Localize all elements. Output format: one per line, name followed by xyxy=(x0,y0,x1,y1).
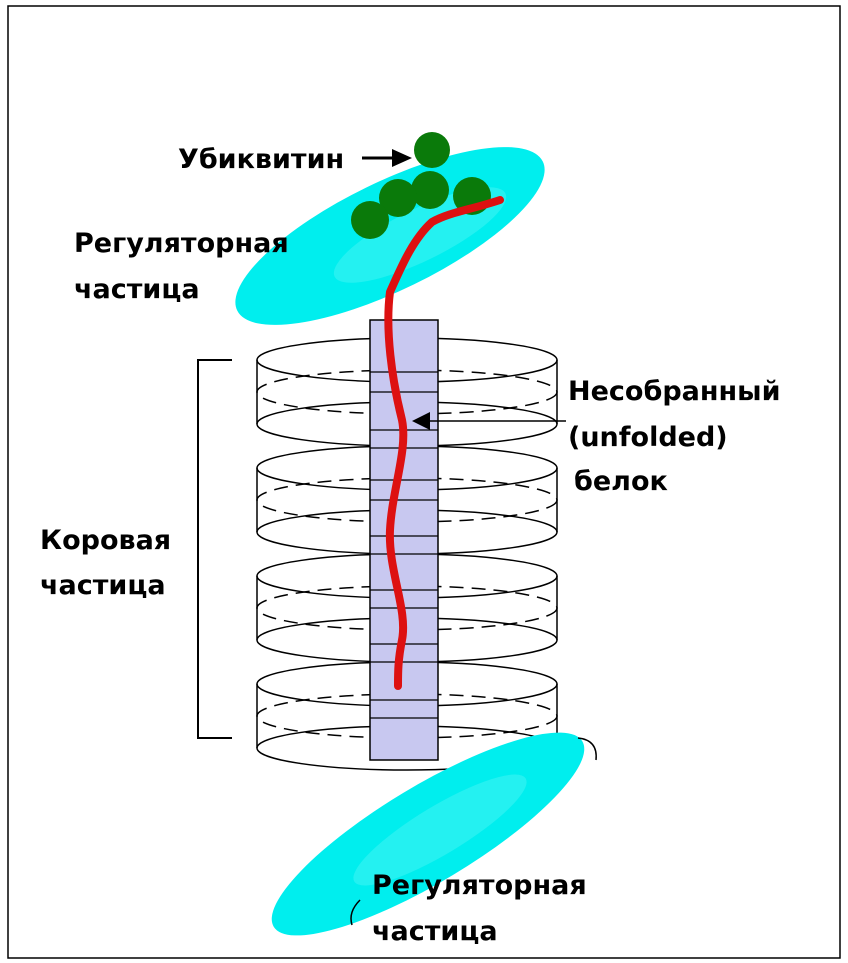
core-bracket xyxy=(198,360,232,738)
channel xyxy=(370,320,438,760)
top-regulatory-label-line1: Регуляторная xyxy=(74,228,289,259)
ubiquitin-bead xyxy=(411,171,449,209)
bottom-regulatory-label-line2: частица xyxy=(372,916,498,947)
top-regulatory-label-line2: частица xyxy=(74,274,200,305)
ubiquitin-label: Убиквитин xyxy=(178,144,344,175)
ubiquitin-bead xyxy=(351,201,389,239)
core-particle-label-line1: Коровая xyxy=(40,525,171,556)
ubiquitin-bead xyxy=(414,132,450,168)
core-particle-label-line2: частица xyxy=(40,570,166,601)
bottom-regulatory-label-line1: Регуляторная xyxy=(372,870,587,901)
unfolded-protein-label-line2: (unfolded) xyxy=(568,422,728,453)
ubiquitin-arrow xyxy=(362,149,412,167)
unfolded-protein-label-line1: Несобранный xyxy=(568,376,781,407)
unfolded-protein-label-line3: белок xyxy=(574,466,668,497)
